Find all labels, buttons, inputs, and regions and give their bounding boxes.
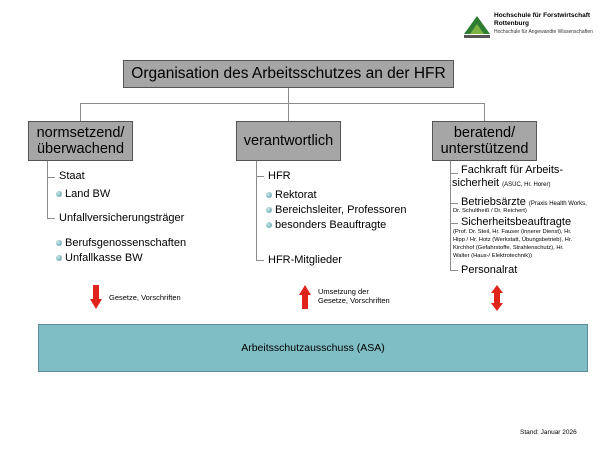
stand-date: Stand: Januar 2026	[520, 429, 577, 436]
bullet-icon	[266, 222, 272, 228]
col3-betriebs-note-b: Dr. Schultheiß / Dr. Reichert)	[453, 208, 527, 214]
col1-tick-staat	[47, 177, 55, 178]
col1-berufs: Berufsgenossenschaften	[56, 237, 186, 250]
bullet-icon	[56, 255, 62, 261]
connector-left	[80, 103, 81, 121]
hfr-logo-icon	[464, 16, 490, 38]
col3-fachkraft-line1: Fachkraft für Arbeits-	[461, 164, 564, 176]
connector-horizontal	[80, 103, 485, 104]
col3-sicher-note-4: Walter (Haus-/ Elektrotechnik))	[453, 253, 533, 259]
asa-box: Arbeitsschutzausschuss (ASA)	[38, 324, 588, 372]
arrow-updown-icon	[491, 285, 503, 311]
category-verantwortlich: verantwortlich	[236, 121, 341, 161]
col2-beauftragte: besonders Beauftragte	[266, 219, 386, 232]
col3-sicher-note-3: Kirchhof (Gefahrstoffe, Strahlenschutz),…	[453, 245, 564, 251]
col2-bereich: Bereichsleiter, Professoren	[266, 204, 406, 217]
diagram-title: Organisation des Arbeitsschutzes an der …	[123, 60, 454, 88]
col1-unfall: Unfallversicherungsträger	[59, 212, 185, 224]
col3-betriebs-note-a: (Praxis Health Works,	[528, 201, 587, 207]
arrow-mid-label-line2: Gesetze, Vorschriften	[318, 296, 390, 305]
col2-mitglieder: HFR-Mitglieder	[268, 254, 342, 266]
logo-line3: Hochschule für Angewandte Wissenschaften	[494, 29, 593, 35]
logo-line1: Hochschule für Forstwirtschaft	[494, 12, 591, 19]
col3-sicher-note-2: Hipp / Hr. Hotz (Werkstatt, Übungsbetrie…	[453, 237, 573, 243]
col3-personalrat: Personalrat	[461, 264, 518, 276]
col3-tick-betriebs	[450, 203, 458, 204]
col3-sicher-note-1: (Prof. Dr. Steil, Hr. Fauser (innerer Di…	[453, 229, 572, 235]
category-normsetzend: normsetzend/ überwachend	[28, 121, 133, 161]
arrow-up-icon	[299, 285, 311, 309]
bullet-icon	[266, 207, 272, 213]
col2-tick-mitglieder	[256, 260, 264, 261]
col1-staat: Staat	[59, 170, 85, 182]
col2-hfr: HFR	[268, 170, 291, 182]
arrow-left-label: Gesetze, Vorschriften	[109, 293, 181, 302]
col3-tick-fachkraft	[450, 173, 458, 174]
col2-rektorat: Rektorat	[266, 189, 317, 202]
col2-tick-hfr	[256, 176, 264, 177]
connector-title-down	[288, 88, 289, 103]
col1-land: Land BW	[56, 188, 110, 201]
col3-fachkraft-note: (ASUC, Hr. Horer)	[502, 182, 551, 188]
connector-mid	[288, 103, 289, 121]
bullet-icon	[56, 240, 62, 246]
category-beratend: beratend/ unterstützend	[432, 121, 537, 161]
col3-betriebs: Betriebsärzte (Praxis Health Works,	[461, 196, 587, 208]
col1-kasse: Unfallkasse BW	[56, 252, 143, 265]
bullet-icon	[266, 192, 272, 198]
col1-tick-unfall	[47, 218, 55, 219]
col1-tree-line	[47, 161, 48, 219]
col2-tree-line	[256, 161, 257, 261]
col3-fachkraft-line2: sicherheit (ASUC, Hr. Horer)	[452, 177, 551, 189]
col3-sicherheit: Sicherheitsbeauftragte	[461, 216, 572, 228]
bullet-icon	[56, 191, 62, 197]
col3-tick-personalrat	[450, 270, 458, 271]
col3-tick-sicherheit	[450, 223, 458, 224]
logo-line2: Rottenburg	[494, 20, 530, 27]
col3-tree-line	[450, 161, 451, 271]
arrow-down-icon	[90, 285, 102, 309]
connector-right	[484, 103, 485, 121]
arrow-mid-label-line1: Umsetzung der	[318, 287, 369, 296]
